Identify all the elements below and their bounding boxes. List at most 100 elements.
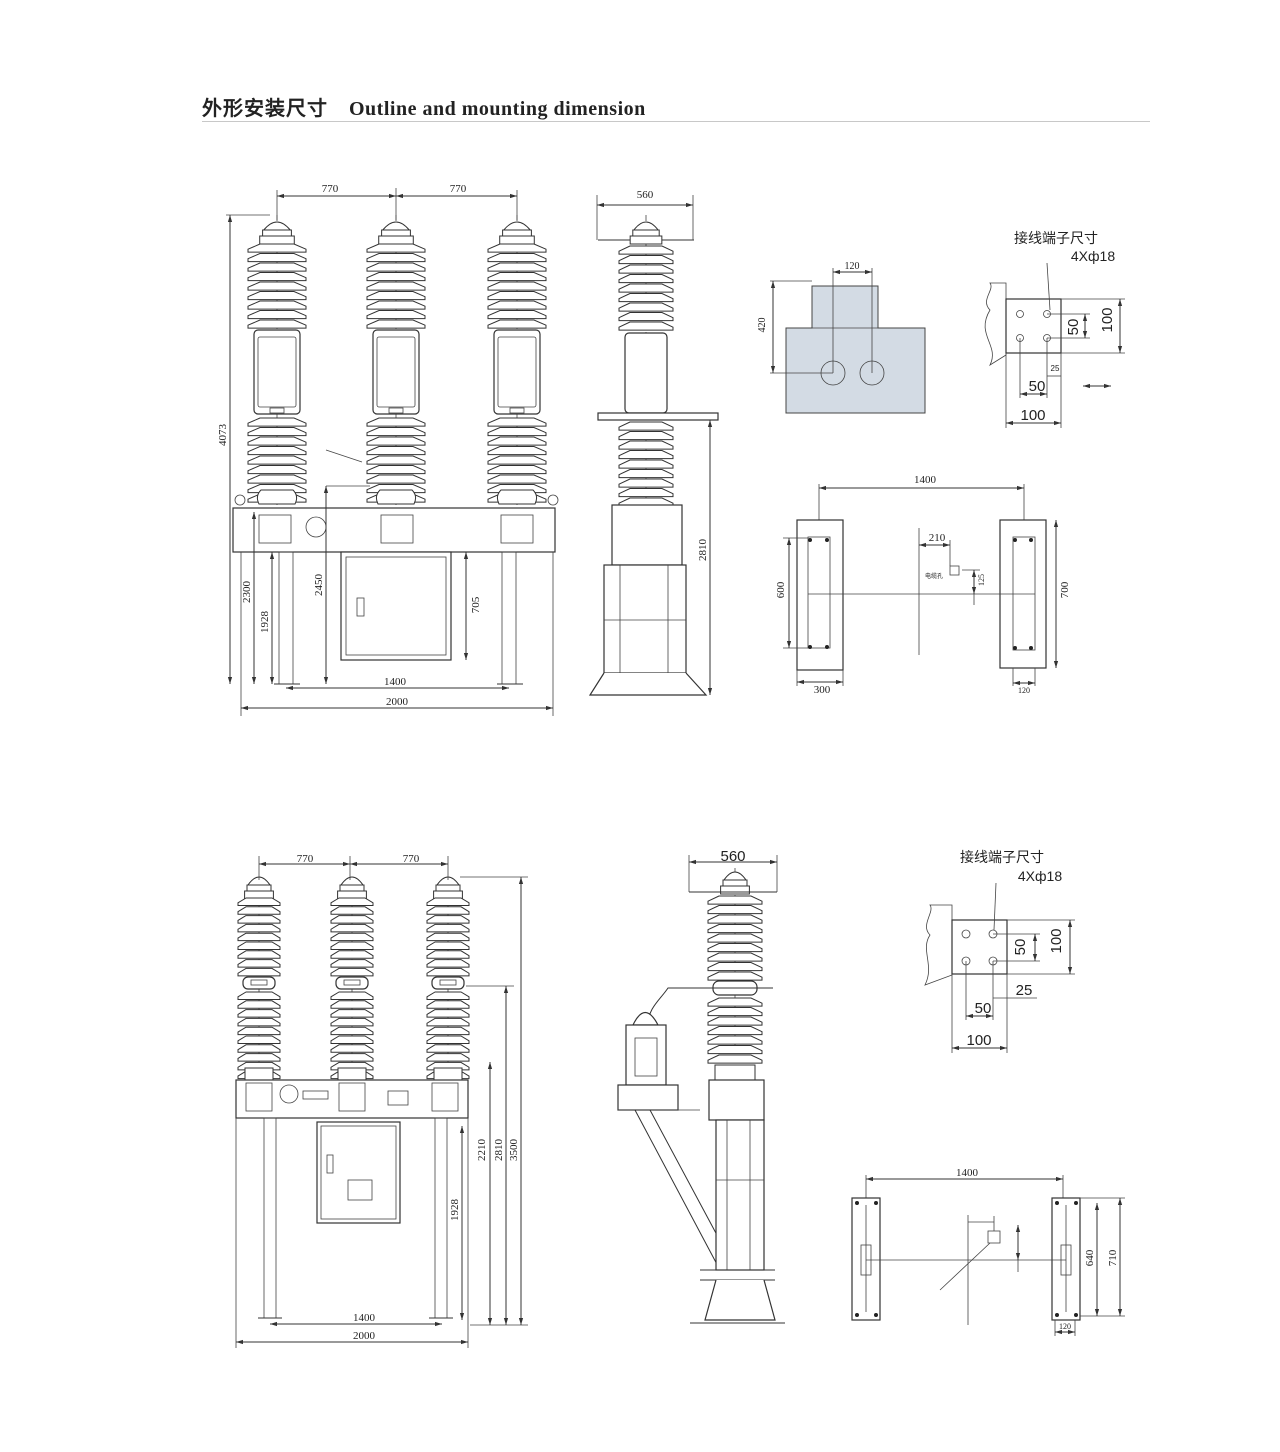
terminal-50h: 50 (975, 1000, 992, 1017)
terminal-detail-top: 接线端子尺寸 4Xф18 50 100 25 50 100 (984, 230, 1125, 428)
support-leg (263, 1117, 277, 1319)
plan-right-height: 700 (1059, 581, 1071, 598)
dim-plate-height: 420 (757, 318, 768, 333)
dim-width: 2000 (353, 1330, 376, 1342)
terminal-pad (1005, 298, 1062, 354)
current-transformer (625, 1024, 667, 1086)
cable-hole (949, 565, 960, 576)
support-frame (603, 564, 687, 674)
plan-width: 1400 (914, 474, 937, 486)
terminal-50h: 50 (1029, 378, 1046, 395)
top-front-view: 770 770 4073 2300 1928 2450 705 1400 200… (217, 183, 559, 716)
beam-window (258, 514, 292, 544)
dim-h3: 3500 (508, 1139, 520, 1162)
terminal-25: 25 (1051, 364, 1060, 373)
terminal-100v: 100 (1048, 928, 1065, 953)
plan-left-height: 600 (775, 581, 787, 598)
insulator-pole (247, 215, 307, 505)
dim-hole-spacing: 120 (845, 261, 860, 272)
support-leg (501, 551, 517, 685)
bottom-front-view: 770 770 1928 2210 2810 3500 1400 2000 (235, 853, 528, 1348)
dim-base: 1400 (384, 676, 407, 688)
terminal-50v: 50 (1012, 939, 1029, 956)
terminal-50v: 50 (1065, 319, 1082, 336)
insulator-pole (598, 215, 694, 507)
plan-width: 1400 (956, 1167, 979, 1179)
plan-offset: 210 (929, 532, 946, 544)
dim-side-width: 560 (720, 848, 745, 865)
plan-125: 125 (977, 574, 986, 586)
dim-width: 2000 (386, 696, 409, 708)
cable-hole-label: 电缆孔 (925, 572, 943, 580)
terminal-100h: 100 (1020, 407, 1045, 424)
bottom-side-view: 560 (617, 848, 785, 1324)
dim-pitch-a: 770 (322, 183, 339, 195)
dim-side-width: 560 (637, 189, 654, 201)
dim-h4: 1928 (449, 1199, 461, 1222)
mounting-channel-left (796, 519, 844, 671)
top-side-view: 560 2810 (588, 189, 719, 696)
insulator-pole (707, 868, 763, 1082)
base-plate (704, 1279, 776, 1321)
bolt (234, 494, 246, 506)
bolt (547, 494, 559, 506)
dim-cabinet: 705 (470, 596, 482, 613)
cabinet-handle (356, 597, 365, 617)
dim-height: 4073 (217, 424, 229, 447)
dim-h3: 2450 (313, 574, 325, 597)
base-plate (588, 672, 708, 696)
mechanism-housing (611, 504, 683, 566)
plan-h2: 710 (1107, 1249, 1119, 1266)
dim-pitch-a: 770 (297, 853, 314, 865)
terminal-holes: 4Xф18 (1018, 868, 1062, 884)
terminal-title: 接线端子尺寸 (1014, 230, 1098, 246)
ct-bracket (617, 1084, 679, 1111)
terminal-100v: 100 (1099, 307, 1116, 332)
beam-gauge (279, 1084, 299, 1104)
insulator-pole (366, 215, 426, 505)
support-frame (715, 1119, 765, 1271)
dim-side-height: 2810 (697, 539, 709, 562)
plan-w: 120 (1059, 1322, 1071, 1331)
terminal-100h: 100 (966, 1032, 991, 1049)
terminal-pad (951, 919, 1008, 975)
plan-view-top: 1400 210 电缆孔 125 600 700 (775, 474, 1071, 696)
terminal-holes: 4Xф18 (1071, 248, 1115, 264)
dim-base: 1400 (353, 1312, 376, 1324)
ct-dome (632, 1011, 659, 1026)
plan-view-bottom: 1400 640 710 (851, 1167, 1125, 1336)
terminal-detail-bottom: 接线端子尺寸 4Xф18 50 100 25 50 100 (924, 849, 1075, 1053)
heading-rule (202, 121, 1150, 122)
dim-pitch-b: 770 (403, 853, 420, 865)
insulator-pole (237, 876, 281, 1081)
support-leg (278, 551, 294, 685)
dim-h2: 2810 (493, 1139, 505, 1162)
control-cabinet (340, 551, 452, 661)
heading-english: Outline and mounting dimension (349, 98, 646, 120)
mechanism-beam (235, 1079, 469, 1119)
terminal-25: 25 (1016, 982, 1033, 999)
beam-window (380, 514, 414, 544)
dim-h2: 1928 (259, 611, 271, 634)
insulator-pole (426, 876, 470, 1081)
beam-window (500, 514, 534, 544)
dim-h1: 2210 (476, 1139, 488, 1162)
dim-pitch-b: 770 (450, 183, 467, 195)
cable-hole (987, 1230, 1001, 1244)
control-cabinet (316, 1121, 401, 1224)
plan-left-width: 300 (814, 684, 831, 696)
dim-h1: 2300 (241, 581, 253, 604)
insulator-pole (487, 215, 547, 505)
support-leg (434, 1117, 448, 1319)
terminal-plate-view: 120 420 (757, 261, 926, 414)
plan-right-width: 120 (1018, 686, 1030, 695)
mounting-flange (597, 412, 719, 421)
page-heading: 外形安装尺寸 Outline and mounting dimension (202, 92, 646, 121)
terminal-title: 接线端子尺寸 (960, 849, 1044, 865)
insulator-pole (330, 876, 374, 1081)
heading-chinese: 外形安装尺寸 (202, 96, 328, 120)
mechanism-beam (232, 507, 556, 553)
terminal-plate (785, 285, 926, 414)
